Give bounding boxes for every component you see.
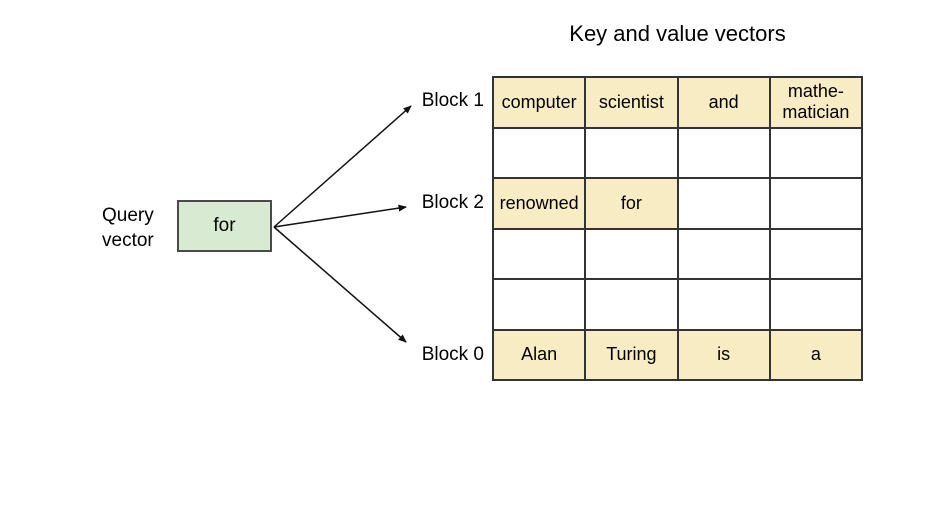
kv-cell-text: Turing	[606, 344, 657, 365]
kv-cell-r0c0: computer	[493, 77, 586, 128]
kv-cell-text: for	[620, 192, 642, 213]
kv-cell-r2c2	[677, 178, 770, 229]
kv-cell-r1c1	[585, 127, 678, 178]
kv-cell-text: and	[708, 91, 739, 112]
kv-cell-r0c2: and	[677, 77, 770, 128]
kv-cell-text: scientist	[598, 91, 664, 112]
kv-cell-r4c3	[769, 279, 862, 330]
kv-cell-r5c3: a	[769, 329, 862, 380]
key-value-table: computer scientist and mathe-matician renown…	[492, 76, 863, 381]
kv-cell-text: computer	[501, 91, 577, 112]
kv-cell-r5c1: Turing	[585, 329, 678, 380]
kv-cell-r0c3: mathe-matician	[769, 77, 862, 128]
kv-cell-text: renowned	[499, 192, 579, 213]
kv-cell-r5c2: is	[677, 329, 770, 380]
kv-cell-r0c1: scientist	[585, 77, 678, 128]
kv-cell-text: a	[810, 344, 821, 365]
query-vector-box: for	[177, 200, 272, 252]
kv-cell-r1c2	[677, 127, 770, 178]
kv-cell-text: is	[717, 344, 731, 365]
kv-cell-r3c1	[585, 228, 678, 279]
kv-cell-r2c0: renowned	[493, 178, 586, 229]
kv-cell-r3c0	[493, 228, 586, 279]
kv-cell-r1c3	[769, 127, 862, 178]
query-vector-label: Query vector	[102, 205, 154, 251]
kv-cell-r2c3	[769, 178, 862, 229]
block-2-label: Block 2	[421, 192, 484, 213]
table-title: Key and value vectors	[569, 21, 786, 46]
block-0-label: Block 0	[421, 344, 484, 365]
kv-cell-r5c0: Alan	[493, 329, 586, 380]
kv-cell-r2c1: for	[585, 178, 678, 229]
query-vector-box-text: for	[213, 215, 236, 236]
kv-cell-r3c3	[769, 228, 862, 279]
block-1-label: Block 1	[421, 90, 484, 111]
kv-cell-r4c0	[493, 279, 586, 330]
kv-cell-r3c2	[677, 228, 770, 279]
kv-cell-text: mathe-matician	[782, 81, 850, 123]
arrow-to-block-0	[273, 226, 407, 343]
kv-cell-r1c0	[493, 127, 586, 178]
kv-cell-r4c1	[585, 279, 678, 330]
kv-cell-text: Alan	[521, 344, 558, 365]
kv-cell-r4c2	[677, 279, 770, 330]
